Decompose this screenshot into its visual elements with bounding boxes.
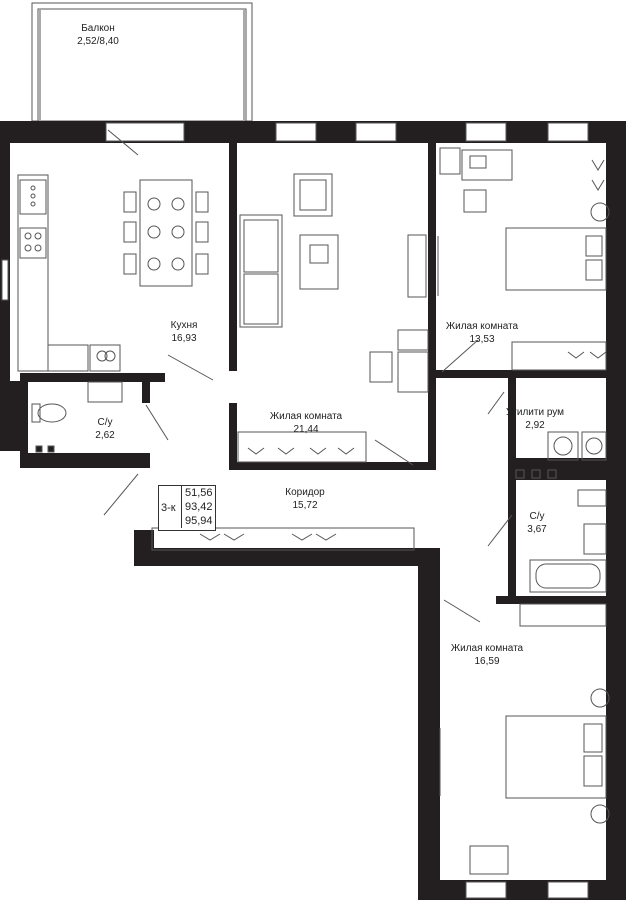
room-name: Жилая комната (445, 321, 519, 332)
room-area: 2,92 (525, 420, 545, 431)
area-total-with-balcony: 95,94 (185, 515, 213, 527)
corridor-wardrobe (151, 527, 415, 551)
apartment-summary: 3-к 51,56 93,42 95,94 (158, 485, 216, 531)
room-label-bedroom-bottom: Жилая комната 16,59 (451, 642, 523, 668)
living-furniture (237, 173, 429, 463)
room-area: 16,93 (171, 333, 197, 344)
room-label-kitchen: Кухня 16,93 (171, 319, 198, 345)
room-label-bath-right: С/у 3,67 (527, 510, 546, 536)
room-label-balcony: Балкон 2,52/8,40 (77, 22, 119, 48)
bedroom-top-furniture (437, 147, 610, 371)
windows (1, 122, 589, 899)
room-area: 15,72 (292, 500, 318, 511)
utility-fixtures (515, 431, 607, 479)
room-name: С/у (529, 511, 545, 522)
room-label-bedroom-top: Жилая комната 13,53 (446, 320, 518, 346)
room-name: Балкон (81, 23, 115, 34)
room-label-bath-small: С/у 2,62 (95, 416, 114, 442)
room-label-living-main: Жилая комната 21,44 (270, 410, 342, 436)
area-living: 51,56 (185, 487, 213, 499)
bedroom-bottom-furniture (439, 688, 610, 875)
apartment-areas: 51,56 93,42 95,94 (181, 486, 213, 528)
room-name: Жилая комната (269, 411, 343, 422)
area-total: 93,42 (185, 501, 213, 513)
door-swings (103, 129, 513, 623)
room-area: 2,62 (95, 430, 115, 441)
bath-fixtures-right (519, 489, 607, 627)
room-area: 2,52/8,40 (77, 36, 119, 47)
room-area: 13,53 (469, 334, 495, 345)
room-area: 16,59 (474, 656, 500, 667)
room-name: С/у (97, 417, 113, 428)
room-name: Утилити рум (505, 407, 565, 418)
kitchen-furniture (17, 174, 209, 372)
bath-fixtures-small (31, 381, 123, 453)
room-name: Кухня (170, 320, 198, 331)
room-name: Коридор (285, 487, 325, 498)
balcony-outline (31, 2, 253, 122)
room-area: 21,44 (293, 424, 319, 435)
room-label-utility: Утилити рум 2,92 (506, 406, 564, 432)
apartment-type: 3-к (161, 502, 176, 514)
room-area: 3,67 (527, 524, 547, 535)
room-label-corridor: Коридор 15,72 (285, 486, 325, 512)
room-name: Жилая комната (450, 643, 524, 654)
